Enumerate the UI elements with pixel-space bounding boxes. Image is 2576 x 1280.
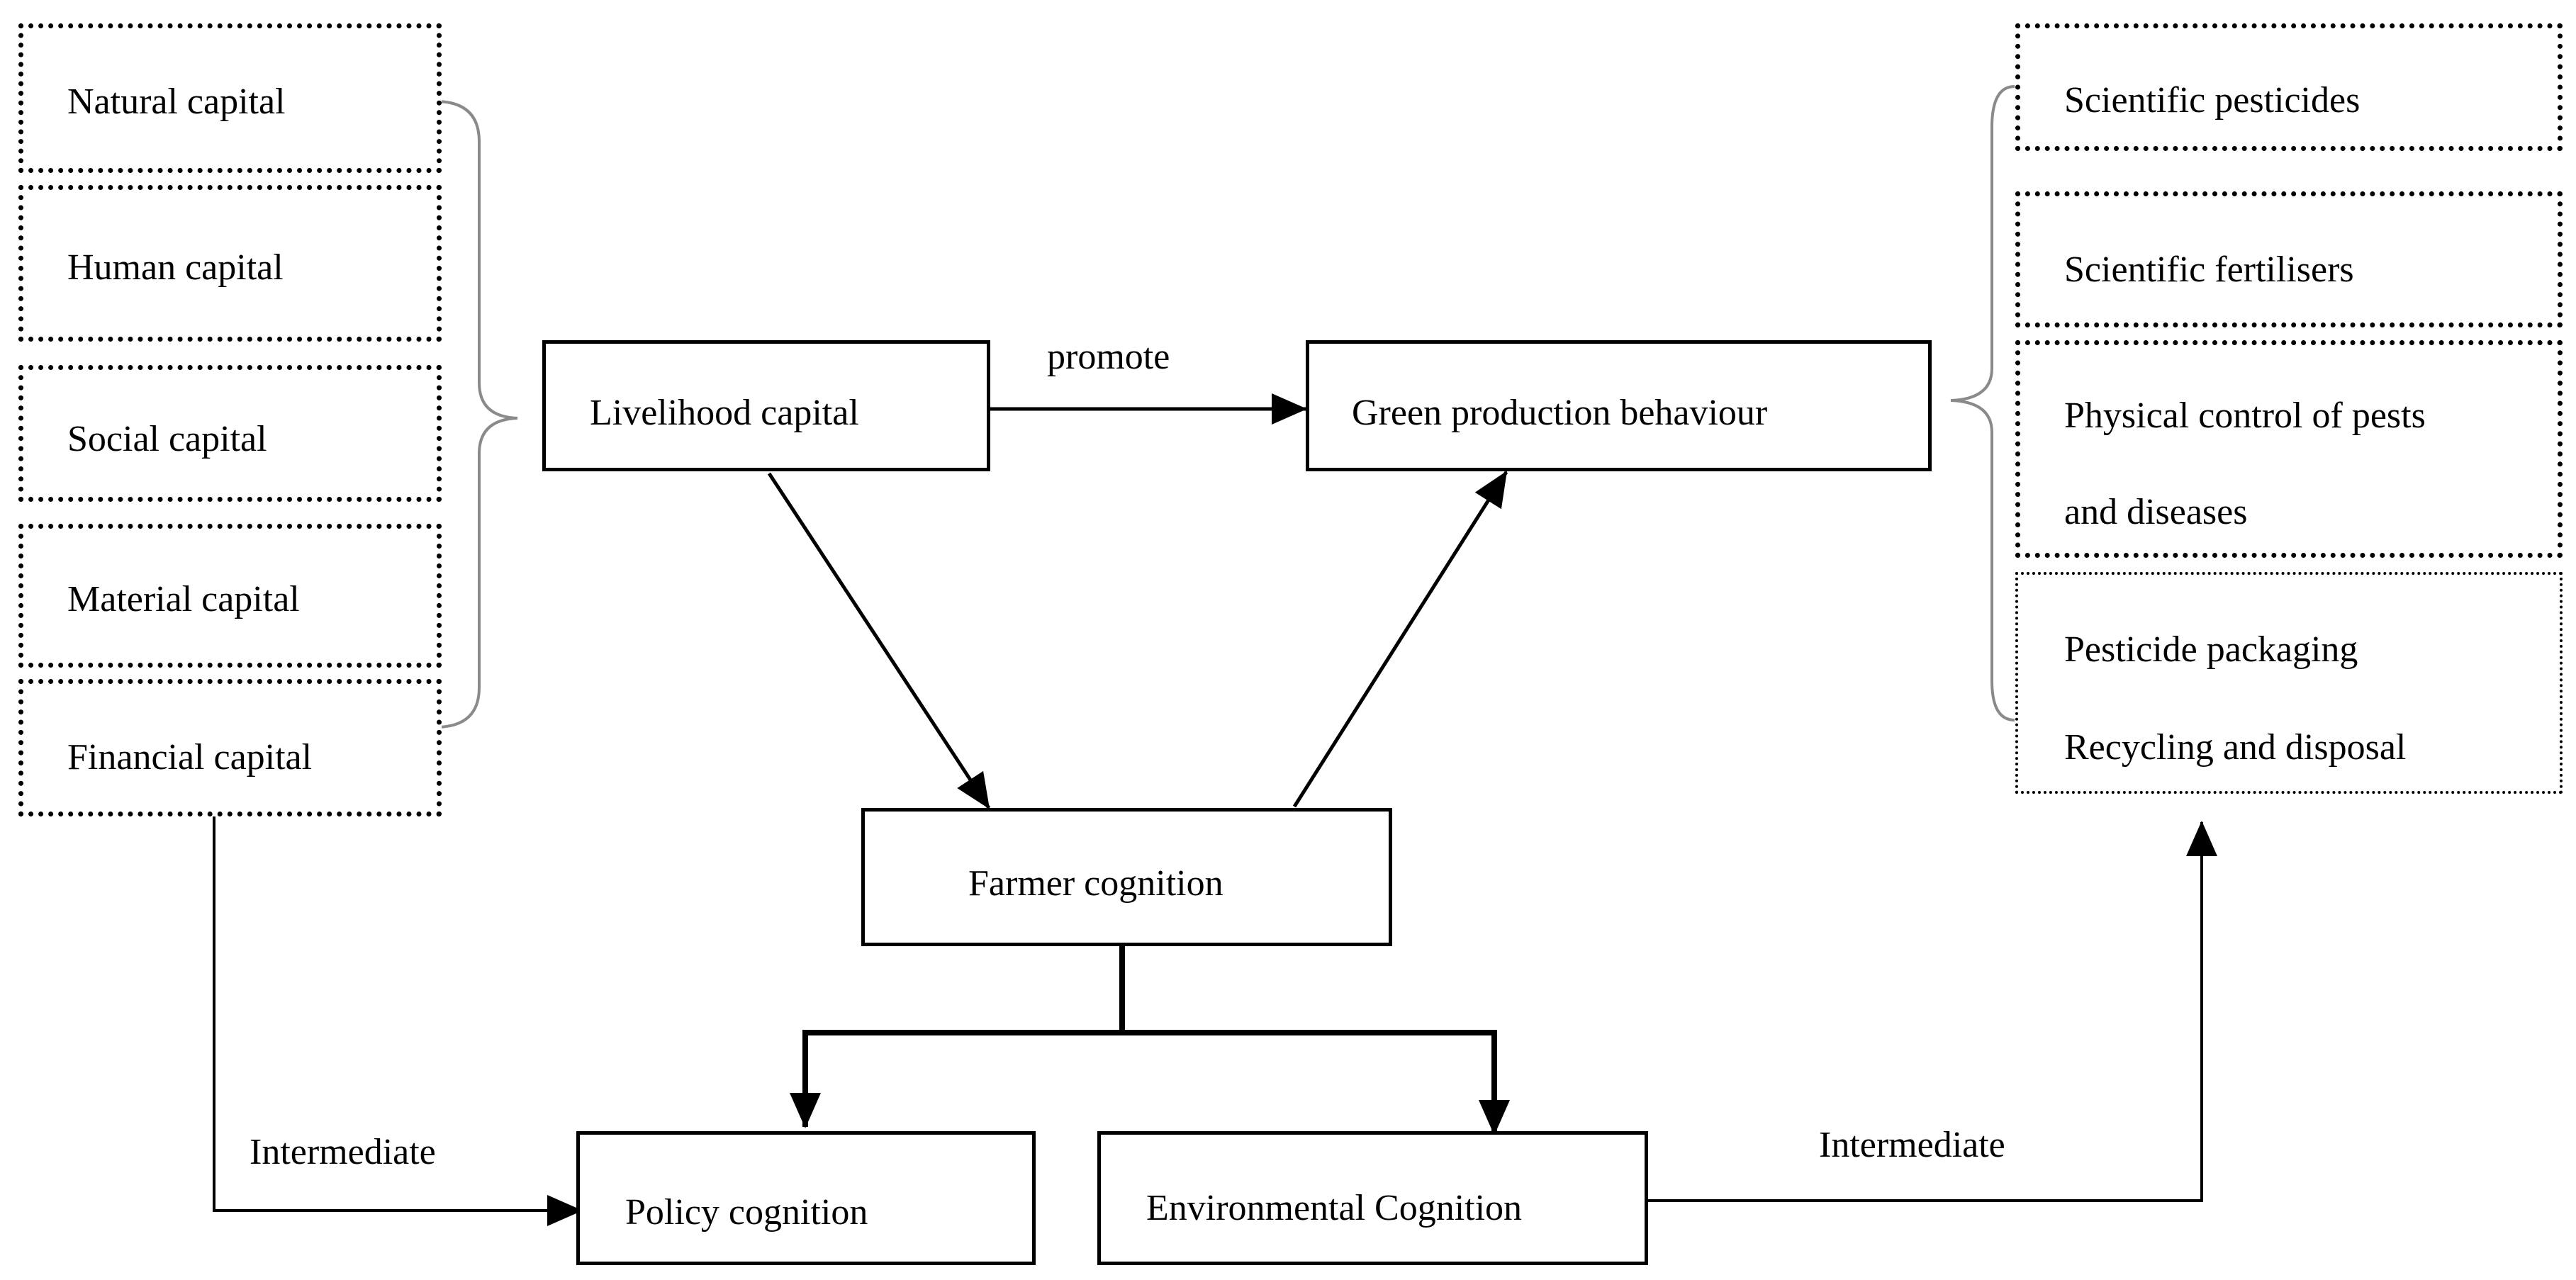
livelihood-capital-label: Livelihood capital: [590, 393, 859, 433]
farmer-cognition-label: Farmer cognition: [968, 863, 1223, 904]
label-promote: promote: [1047, 337, 1170, 377]
box-physical-control: Physical control of pests and diseases: [2015, 340, 2563, 558]
node-green-production-behaviour: Green production behaviour: [1306, 340, 1932, 471]
arrow-farmer-to-green: [1292, 471, 1508, 808]
node-environmental-cognition: Environmental Cognition: [1097, 1131, 1648, 1265]
arrow-environmental-to-behaviours: [1648, 821, 2217, 1202]
environmental-cognition-label: Environmental Cognition: [1146, 1188, 1523, 1228]
human-capital-label: Human capital: [67, 247, 284, 288]
scientific-pesticides-label: Scientific pesticides: [2064, 80, 2361, 120]
box-pesticide-packaging: Pesticide packaging Recycling and dispos…: [2015, 572, 2563, 794]
node-livelihood-capital: Livelihood capital: [542, 340, 990, 471]
arrow-livelihood-to-farmer: [767, 472, 991, 809]
box-scientific-pesticides: Scientific pesticides: [2015, 23, 2563, 151]
left-brace: [435, 100, 518, 729]
physical-control-label-line2: and diseases: [2064, 492, 2248, 532]
right-brace: [1950, 85, 2015, 722]
label-intermediate-right: Intermediate: [1819, 1125, 2005, 1165]
arrow-financial-to-policy: [213, 816, 583, 1226]
box-social-capital: Social capital: [18, 365, 442, 502]
node-farmer-cognition: Farmer cognition: [861, 808, 1392, 946]
green-production-behaviour-label: Green production behaviour: [1352, 393, 1768, 433]
label-intermediate-left: Intermediate: [250, 1132, 436, 1172]
natural-capital-label: Natural capital: [67, 82, 286, 122]
box-material-capital: Material capital: [18, 524, 442, 668]
pesticide-packaging-label-line1: Pesticide packaging: [2064, 629, 2358, 670]
box-scientific-fertilisers: Scientific fertilisers: [2015, 191, 2563, 327]
box-financial-capital: Financial capital: [18, 679, 442, 816]
financial-capital-label: Financial capital: [67, 737, 313, 777]
pesticide-packaging-label-line2: Recycling and disposal: [2064, 727, 2407, 768]
scientific-fertilisers-label: Scientific fertilisers: [2064, 249, 2354, 290]
social-capital-label: Social capital: [67, 419, 267, 459]
box-human-capital: Human capital: [18, 185, 442, 342]
arrow-farmer-split: [790, 946, 1510, 1135]
physical-control-label-line1: Physical control of pests: [2064, 395, 2426, 436]
material-capital-label: Material capital: [67, 579, 300, 619]
box-natural-capital: Natural capital: [18, 23, 442, 173]
node-policy-cognition: Policy cognition: [576, 1131, 1036, 1265]
policy-cognition-label: Policy cognition: [625, 1192, 868, 1233]
